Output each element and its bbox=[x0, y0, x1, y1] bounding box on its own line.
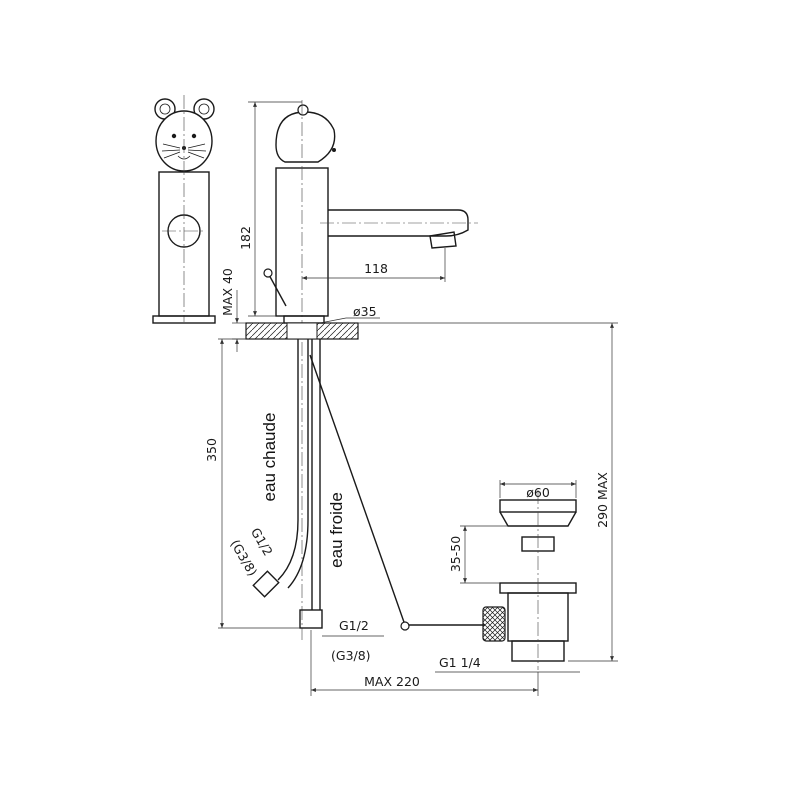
label-dia-60: ø60 bbox=[526, 485, 550, 500]
knurled-nut bbox=[482, 606, 506, 642]
mounting-nut bbox=[283, 315, 325, 324]
front-base-plate bbox=[152, 315, 216, 324]
label-cold-thread-alt: (G3/8) bbox=[331, 648, 371, 663]
label-length-350: 350 bbox=[204, 438, 219, 462]
mouse-head-icon bbox=[154, 98, 215, 172]
waste-assembly bbox=[482, 490, 577, 670]
label-cold-thread: G1/2 bbox=[339, 618, 369, 633]
label-waste-thread: G1 1/4 bbox=[439, 655, 481, 670]
labels: 182 118 MAX 40 ø35 350 290 MAX ø60 35-50… bbox=[204, 226, 610, 689]
spout bbox=[328, 209, 469, 237]
cold-water-connector bbox=[299, 609, 323, 629]
label-cold-water: eau froide bbox=[327, 492, 346, 568]
drain-rod bbox=[309, 354, 406, 626]
side-view bbox=[245, 100, 478, 640]
label-max-220: MAX 220 bbox=[364, 674, 420, 689]
mouse-head-side bbox=[275, 111, 336, 163]
label-range-35-50: 35-50 bbox=[448, 536, 463, 572]
label-max-40: MAX 40 bbox=[220, 268, 235, 316]
label-dia-35: ø35 bbox=[353, 304, 377, 319]
label-hot-thread: G1/2 bbox=[248, 525, 276, 558]
label-spout-118: 118 bbox=[364, 261, 388, 276]
hot-water-hose bbox=[277, 339, 299, 581]
drain-lever bbox=[267, 272, 287, 307]
label-max-290: 290 MAX bbox=[595, 472, 610, 528]
dimensions bbox=[218, 101, 618, 696]
hot-water-connector bbox=[252, 570, 280, 598]
hot-water-hose-outer bbox=[287, 339, 309, 589]
label-hot-water: eau chaude bbox=[260, 413, 279, 502]
front-view bbox=[152, 95, 216, 324]
supply-hoses bbox=[252, 339, 485, 631]
aerator bbox=[429, 231, 457, 249]
label-height-182: 182 bbox=[238, 226, 253, 250]
